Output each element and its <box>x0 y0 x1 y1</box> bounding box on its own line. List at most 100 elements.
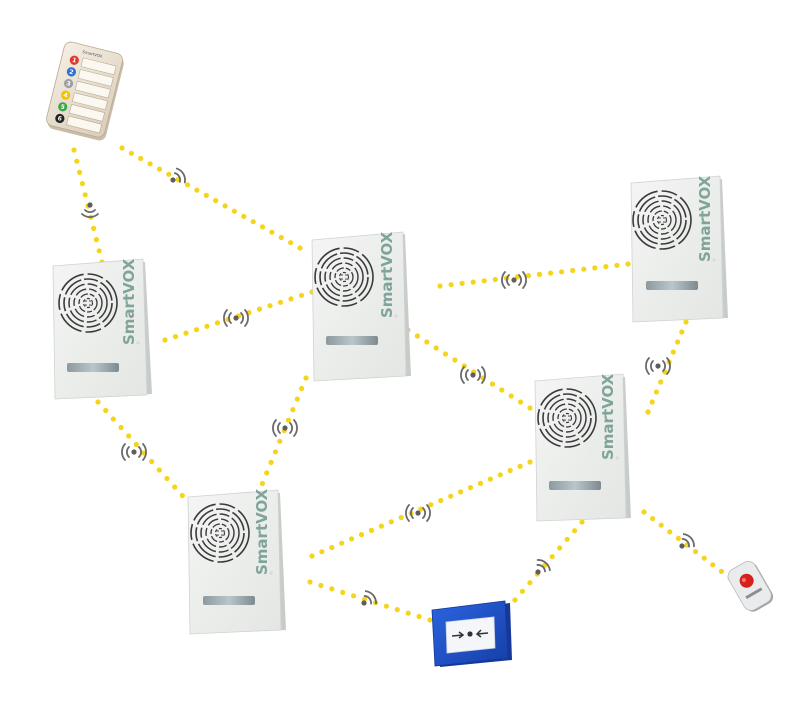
link-dot <box>525 273 532 279</box>
link-dot <box>649 399 655 405</box>
link-dot <box>268 459 274 465</box>
link-dot <box>133 441 139 448</box>
link-dot <box>166 171 172 177</box>
link-dot <box>77 169 83 175</box>
remote-key-button <box>69 55 79 65</box>
remote-key-label-slot <box>80 57 117 76</box>
speaker-display <box>67 363 119 372</box>
link-dot <box>303 375 309 381</box>
remote-key-label: 5 <box>60 103 66 111</box>
link-dot <box>162 337 168 343</box>
link-dot <box>581 266 587 272</box>
speaker-display <box>646 281 698 290</box>
speaker-display <box>549 481 601 490</box>
link-dot <box>156 166 163 172</box>
link-dot <box>172 484 178 490</box>
link-dot <box>549 554 555 560</box>
speaker-unit: SmartVOX ® <box>187 488 286 635</box>
link-dot <box>299 385 305 392</box>
wireless-signal-icon <box>272 419 298 437</box>
link-dot <box>288 240 294 246</box>
link-dot <box>527 459 533 465</box>
link-dot <box>156 467 162 473</box>
speaker-brand-mark: ® <box>394 314 399 318</box>
link-dot <box>405 610 411 616</box>
link-dot <box>572 528 578 534</box>
remote-key-label-slot <box>66 115 103 134</box>
link-dot <box>489 381 496 387</box>
link-dot <box>172 334 179 340</box>
link-dot <box>603 264 609 270</box>
link-dot <box>204 323 210 329</box>
link-dot <box>294 396 300 402</box>
speaker-brand-mark: ® <box>712 258 717 262</box>
link-dot <box>548 270 554 276</box>
link-dot <box>82 192 88 198</box>
link-dot <box>614 262 620 268</box>
link-dot <box>536 271 543 277</box>
speaker-display <box>203 596 255 605</box>
link-dot <box>452 357 458 363</box>
remote-key-button <box>61 90 71 100</box>
link-dot <box>416 613 422 620</box>
link-dot <box>564 536 570 542</box>
link-dot <box>497 472 503 478</box>
link-dot <box>517 463 523 469</box>
link-dot <box>658 522 664 528</box>
link-dot <box>214 320 221 326</box>
speaker-brand-text: SmartVOX <box>120 258 138 345</box>
link-dot <box>339 540 345 546</box>
link-dot <box>74 158 80 164</box>
link-dot <box>183 330 189 336</box>
link-dot <box>570 267 576 274</box>
link-dot <box>448 282 454 288</box>
panic-pendant <box>727 561 774 612</box>
link-dot <box>222 203 228 209</box>
link-dot <box>119 145 125 151</box>
link-dot <box>318 582 324 589</box>
link-dot <box>185 182 191 188</box>
link-dot <box>95 399 101 405</box>
speaker-brand-text: SmartVOX <box>599 373 617 460</box>
link-dot <box>428 502 434 508</box>
remote-key-label: 4 <box>63 92 69 100</box>
link-dot <box>91 225 97 231</box>
remote-brand-text: SmartVOX <box>82 49 103 59</box>
link-dot <box>519 588 526 594</box>
link-dot <box>710 562 716 568</box>
link-dot <box>278 234 284 241</box>
remote-key-button <box>66 67 77 77</box>
link-dot <box>487 476 493 482</box>
link-dot <box>701 555 707 561</box>
link-dot <box>512 597 518 603</box>
link-dot <box>277 438 283 444</box>
link-dot <box>128 150 134 156</box>
link-dot <box>527 580 533 586</box>
link-dot <box>103 407 109 414</box>
speaker-brand-text: SmartVOX <box>378 231 396 318</box>
wireless-signal-icon <box>355 588 380 612</box>
link-dot <box>71 147 77 153</box>
link-dot <box>269 229 275 235</box>
link-dot <box>309 553 315 559</box>
wireless-links <box>71 145 733 623</box>
link-dot <box>459 280 465 286</box>
speaker-brand-mark: ® <box>615 456 620 460</box>
link-dot <box>693 549 699 555</box>
speaker-brand-mark: ® <box>136 341 141 345</box>
link-dot <box>147 161 153 167</box>
link-dot <box>110 416 116 422</box>
wireless-signal-icon <box>460 366 486 384</box>
remote-key-label-slot <box>74 80 111 99</box>
link-dot <box>203 192 209 198</box>
link-dot <box>579 519 585 525</box>
link-dot <box>256 306 263 312</box>
link-dot <box>437 283 443 289</box>
link-dot <box>267 303 273 309</box>
link-dot <box>272 449 279 455</box>
manual-call-point <box>431 600 512 667</box>
link-dot <box>179 492 185 499</box>
link-dot <box>297 245 303 251</box>
link-dot <box>481 278 487 284</box>
